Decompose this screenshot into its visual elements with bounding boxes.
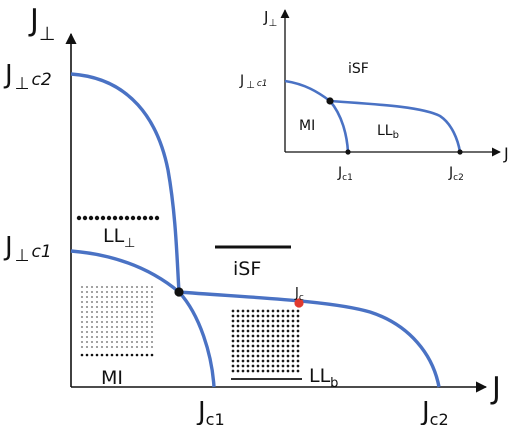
inset-multicritical-point <box>326 97 334 105</box>
main-region-ll-b: LLb <box>309 365 338 391</box>
inset-x-tick-jc2: Jc2 <box>448 165 464 183</box>
main-diagram: J⊥ J J⊥c2 J⊥c1 Jc1 Jc2 Jc <box>3 3 501 425</box>
main-y-tick-jperp-c2: J⊥c2 <box>3 60 52 94</box>
main-x-tick-jc2: Jc2 <box>420 397 449 425</box>
inset-region-ll-b: LLb <box>377 123 399 141</box>
main-region-ll-perp: LL⊥ <box>103 225 136 251</box>
inset-boundary-llb <box>329 99 462 153</box>
ll-perp-illustration <box>76 154 160 221</box>
inset-diagram: J⊥ J J⊥c1 Jc1 Jc2 iSF MI LLb <box>239 8 509 183</box>
mi-dot-grid-bottom-row <box>80 353 154 357</box>
main-boundary-ll-perp <box>70 72 181 293</box>
inset-boundary-mi-right <box>328 100 350 153</box>
main-region-mi: MI <box>101 367 123 389</box>
main-x-tick-jc1: Jc1 <box>196 397 225 425</box>
main-y-tick-jperp-c1: J⊥c1 <box>3 232 52 266</box>
inset-boundary-mi-upper <box>284 79 331 103</box>
main-x-axis-label: J <box>490 371 501 406</box>
main-boundary-mi-right <box>177 290 216 388</box>
inset-region-isf: iSF <box>348 61 369 77</box>
mi-dot-grid <box>80 285 154 349</box>
inset-y-axis-label: J⊥ <box>263 8 277 29</box>
inset-x-axis-label: J <box>503 144 509 163</box>
main-region-isf: iSF <box>233 258 261 280</box>
isf-illustration <box>215 178 291 249</box>
inset-region-mi: MI <box>299 118 315 134</box>
main-critical-point-jc <box>294 298 304 308</box>
inset-jc2-dot <box>457 149 463 155</box>
inset-y-tick-jperp-c1: J⊥c1 <box>239 73 268 91</box>
main-critical-point-label: Jc <box>294 286 304 303</box>
main-multicritical-point <box>174 287 184 297</box>
main-boundary-mi-upper <box>70 249 181 294</box>
inset-x-tick-jc1: Jc1 <box>337 165 353 183</box>
inset-jc1-dot <box>345 149 351 155</box>
main-y-axis-label: J⊥ <box>28 3 55 45</box>
main-boundary-llb <box>178 290 441 388</box>
llb-dot-grid <box>231 309 300 373</box>
